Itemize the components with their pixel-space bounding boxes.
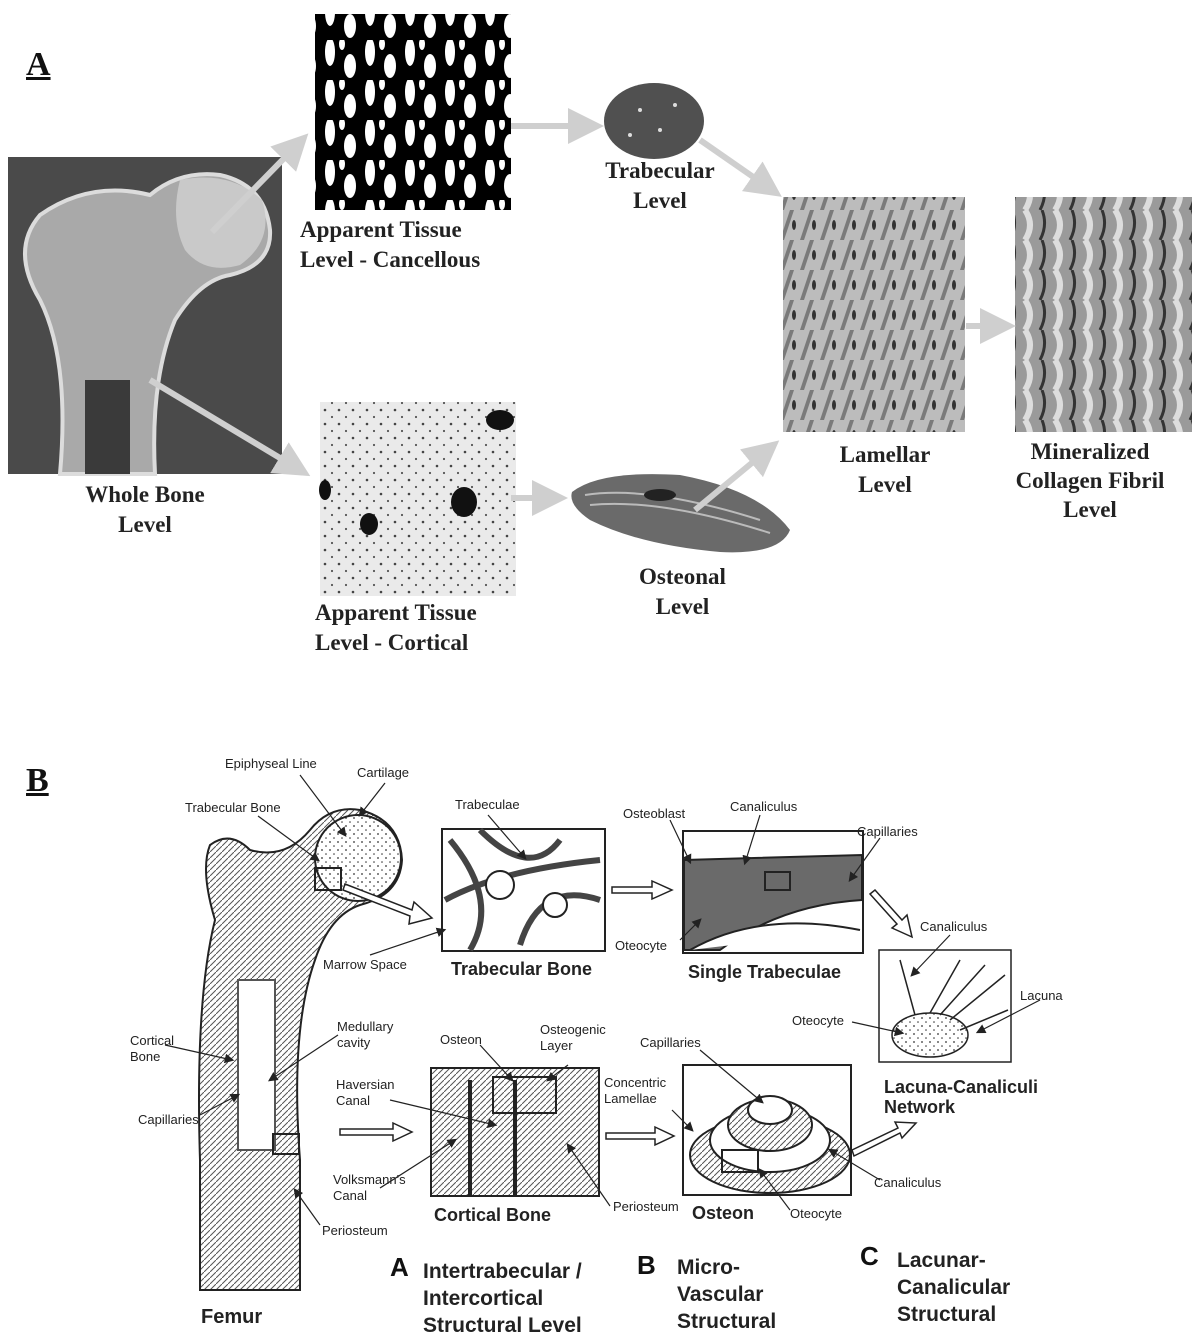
- label-osteocyte-lac: Oteocyte: [792, 1013, 844, 1029]
- level-c-letter: C: [860, 1241, 879, 1272]
- panel-b-letter: B: [26, 762, 49, 800]
- label-canaliculus-top: Canaliculus: [730, 799, 797, 815]
- label-trabeculae: Trabeculae: [455, 797, 520, 813]
- caption-cortical-bone: Cortical Bone: [434, 1205, 551, 1225]
- caption-trabecular-bone: Trabecular Bone: [451, 959, 592, 979]
- label-osteocyte-osteon: Oteocyte: [790, 1206, 842, 1222]
- label-periosteum-femur: Periosteum: [322, 1223, 388, 1239]
- label-epiphyseal-line: Epiphyseal Line: [225, 756, 317, 772]
- trabecular-bone-drawing: [442, 829, 605, 951]
- lacuna-drawing: [879, 950, 1011, 1062]
- osteon-drawing: [683, 1065, 851, 1195]
- label-osteocyte-trab: Oteocyte: [615, 938, 667, 954]
- trabecular-image: [604, 83, 704, 159]
- cortical-bone-drawing: [431, 1068, 599, 1196]
- label-cartilage: Cartilage: [357, 765, 409, 781]
- single-trabeculae-drawing: [683, 831, 863, 953]
- label-periosteum-cortical: Periosteum: [613, 1199, 679, 1215]
- cancellous-image: [315, 14, 511, 210]
- label-osteon-small: Osteon: [440, 1032, 482, 1048]
- label-capillaries-osteon: Capillaries: [640, 1035, 701, 1051]
- osteonal-image: [571, 474, 790, 552]
- label-osteoblast: Osteoblast: [623, 806, 685, 822]
- fibril-image: [1015, 197, 1192, 432]
- caption-single-trabeculae: Single Trabeculae: [688, 962, 841, 982]
- label-trabecular-bone-femur: Trabecular Bone: [185, 800, 281, 816]
- level-b-letter: B: [637, 1250, 656, 1281]
- caption-femur: Femur: [201, 1307, 262, 1327]
- label-capillaries-top: Capillaries: [857, 824, 918, 840]
- lamellar-image: [783, 197, 965, 432]
- label-capillaries-femur: Capillaries: [138, 1112, 199, 1128]
- level-a-letter: A: [390, 1252, 409, 1283]
- label-marrow-space: Marrow Space: [323, 957, 407, 973]
- label-canaliculus-osteon: Canaliculus: [874, 1175, 941, 1191]
- panel-a-letter: A: [26, 46, 51, 84]
- cortical-image: [319, 402, 516, 596]
- caption-osteon: Osteon: [692, 1203, 754, 1223]
- label-lacuna: Lacuna: [1020, 988, 1063, 1004]
- label-canaliculus-lac: Canaliculus: [920, 919, 987, 935]
